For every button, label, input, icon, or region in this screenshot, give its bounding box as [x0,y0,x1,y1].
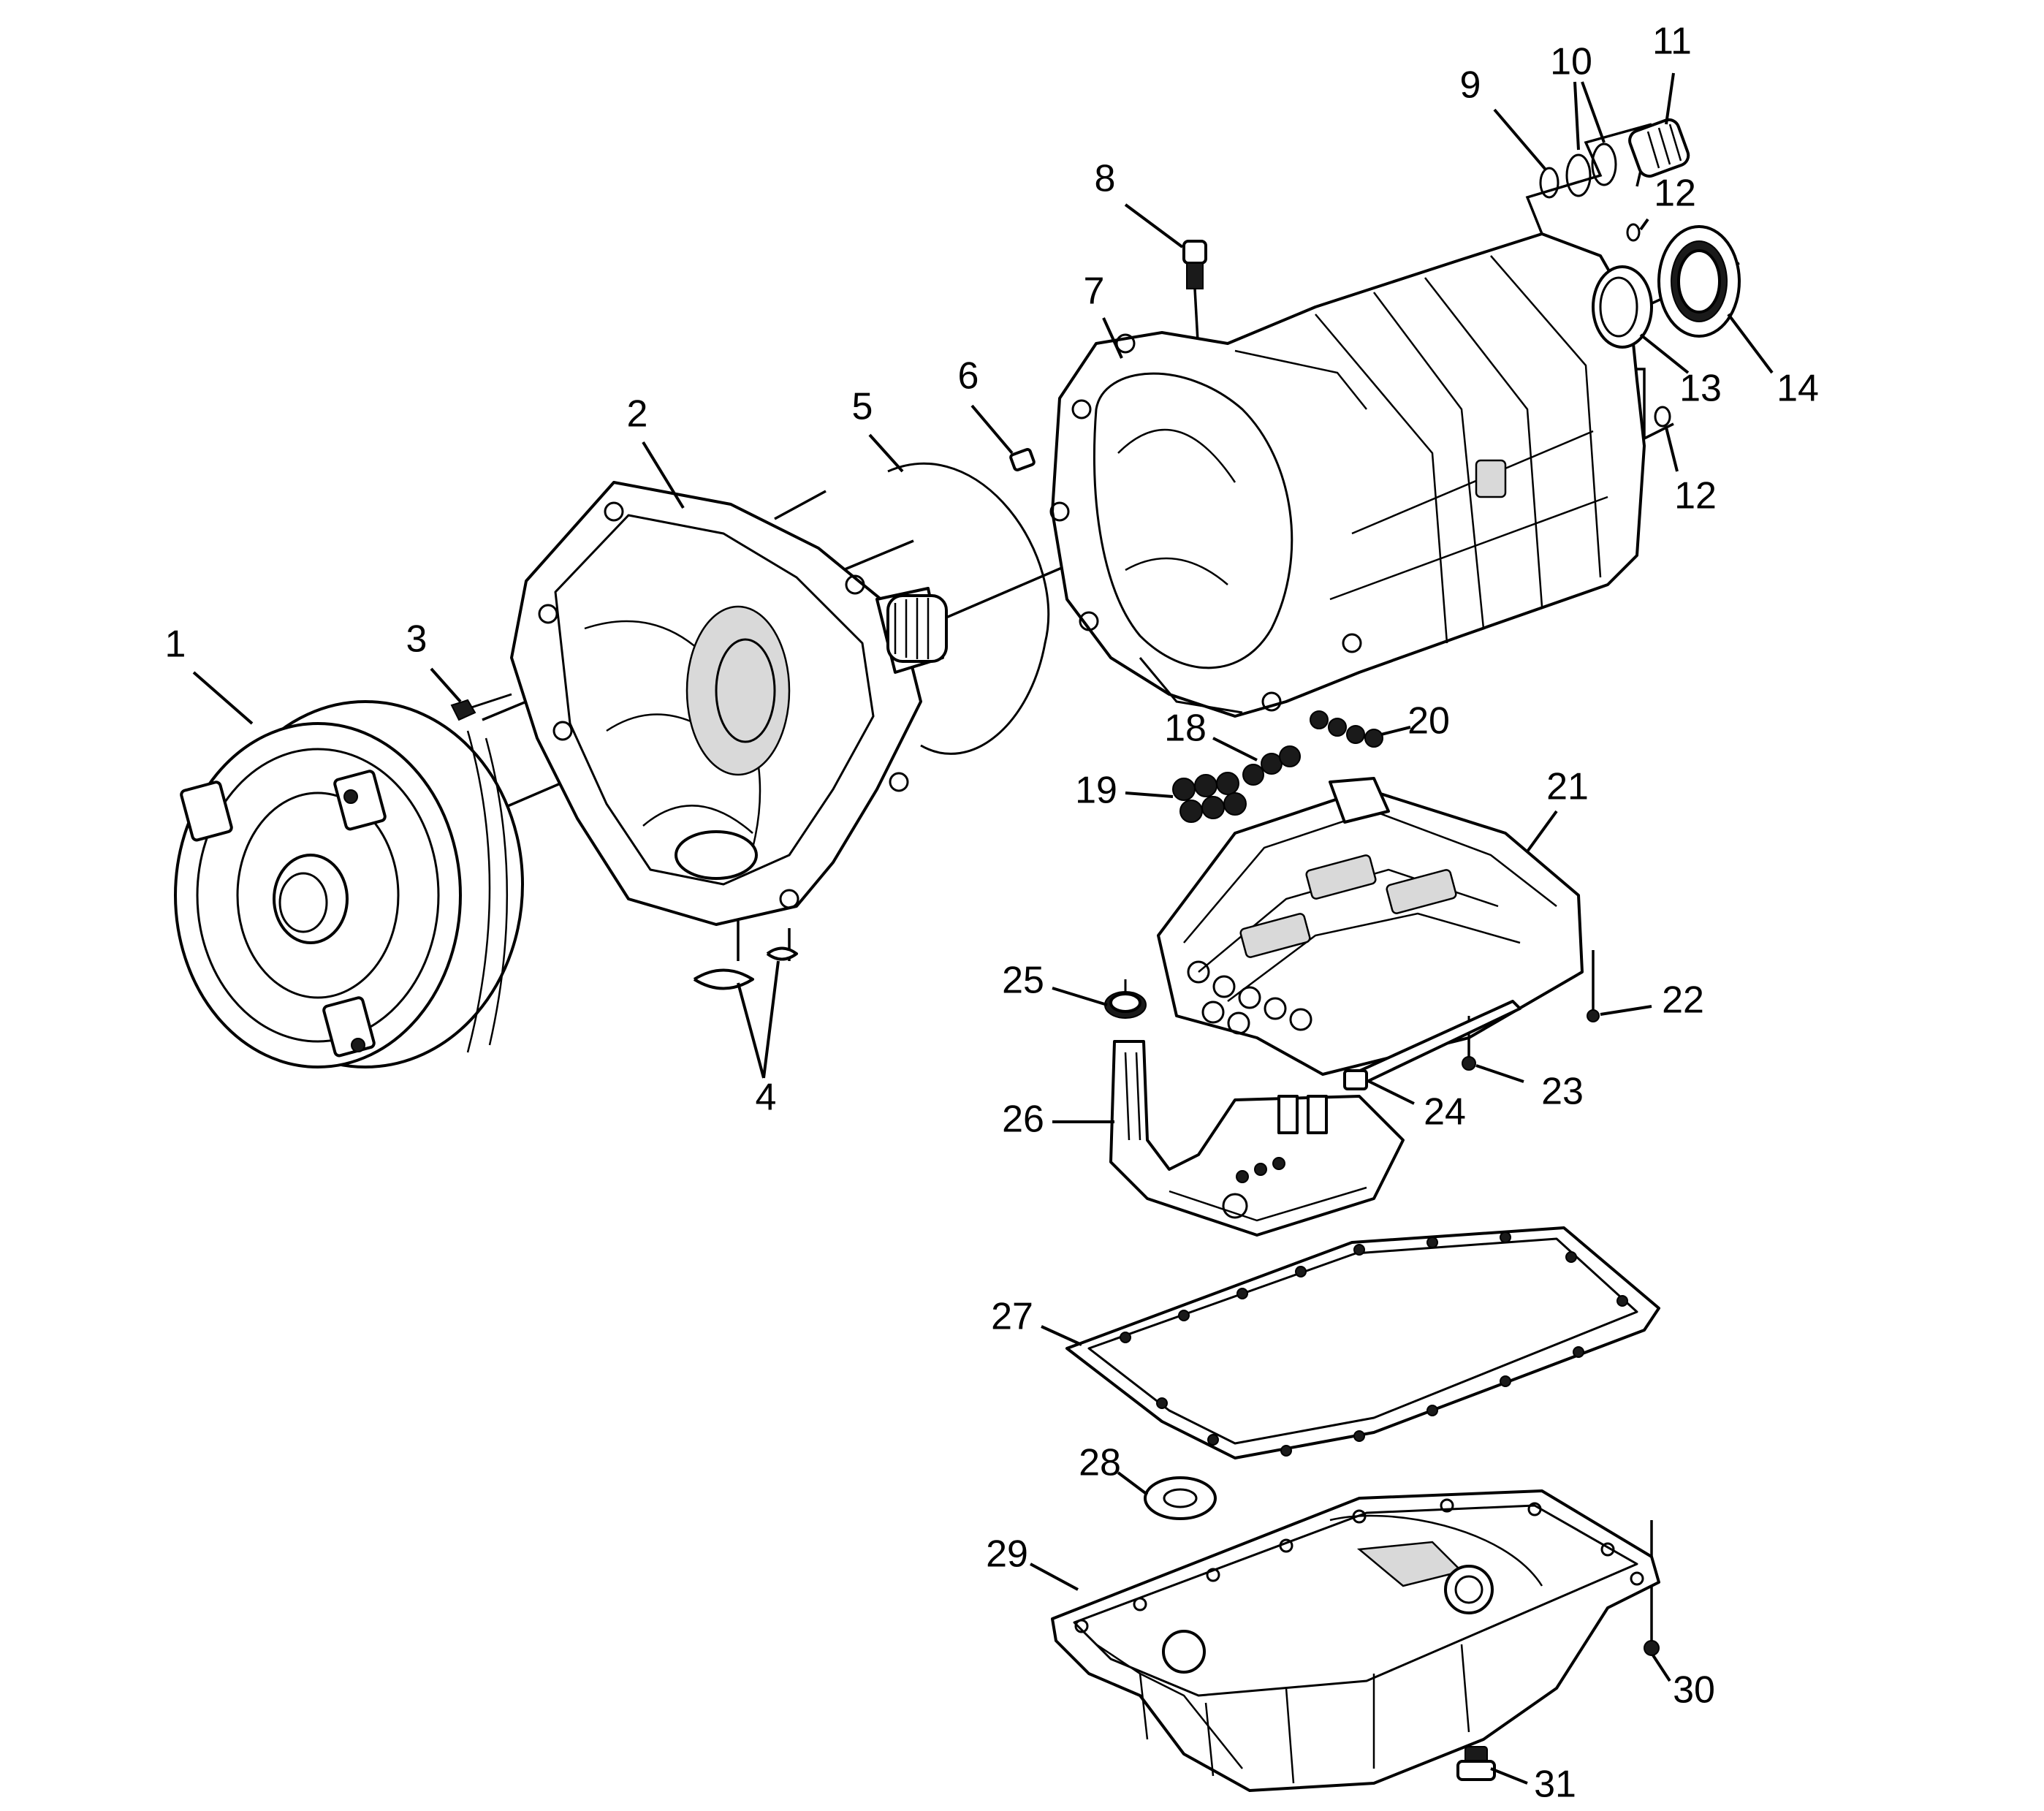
converter-housing [510,481,948,926]
torque-converter [174,700,524,1068]
callout-12-bottom: 12 [1674,475,1717,517]
callout-26: 26 [1002,1098,1044,1141]
housing-bolt [450,693,512,721]
filter-neck-seal [1104,979,1147,1019]
callout-6: 6 [958,355,979,398]
retaining-clips [693,946,798,990]
callout-18: 18 [1164,707,1207,750]
callout-28: 28 [1079,1442,1121,1484]
callout-19: 19 [1075,770,1117,812]
callout-labels: 1 2 3 4 5 6 7 8 9 10 11 12 12 13 14 18 1… [165,20,1819,1806]
chip-magnet [1144,1476,1217,1520]
callout-leaders [192,72,1774,1785]
valve-body-bolt [1587,950,1600,1022]
gasket-bolt-holes [1120,1231,1628,1457]
callout-10: 10 [1550,41,1592,83]
output-seal-rings [1539,143,1617,199]
valve-body-seals [1172,772,1247,823]
callout-31: 31 [1534,1763,1576,1806]
output-bushing [1592,265,1653,349]
pan-bolt-holes [1074,1498,1644,1633]
transmission-case [1049,232,1646,718]
small-o-rings [1626,223,1671,428]
callout-14: 14 [1777,368,1819,410]
pan-gasket [1065,1226,1660,1459]
dowel-pin [1009,448,1036,471]
callout-20: 20 [1407,700,1450,743]
callout-3: 3 [406,618,428,661]
callout-23: 23 [1541,1071,1584,1113]
drain-plug [1456,1746,1496,1781]
callout-4: 4 [756,1077,777,1119]
accumulator-seals [1242,745,1301,786]
callout-30: 30 [1673,1669,1715,1712]
oil-pan [1051,1489,1660,1792]
callout-22: 22 [1662,979,1704,1022]
control-valve-body [1157,777,1584,1076]
output-shaft-seal [1657,225,1741,338]
case-plug [1182,240,1207,289]
callout-24: 24 [1424,1091,1466,1134]
housing-seal-ring [887,462,1050,755]
callout-21: 21 [1546,766,1589,808]
output-sleeve [1628,118,1690,178]
callout-27: 27 [991,1296,1033,1338]
valve-body-bores [1187,960,1312,1035]
fluid-filter [1109,1040,1405,1237]
callout-12-top: 12 [1654,172,1696,215]
pan-bolt [1644,1640,1660,1656]
callout-5: 5 [852,386,873,428]
case-seals [1310,710,1383,748]
callout-7: 7 [1084,270,1105,313]
callout-29: 29 [986,1533,1028,1576]
wiring-bracket [1343,1000,1521,1090]
callout-11: 11 [1652,20,1692,63]
callout-2: 2 [627,393,648,436]
callout-1: 1 [165,623,186,666]
callout-13: 13 [1679,368,1722,410]
callout-8: 8 [1095,158,1116,200]
callout-25: 25 [1002,960,1044,1002]
callout-9: 9 [1460,64,1481,107]
